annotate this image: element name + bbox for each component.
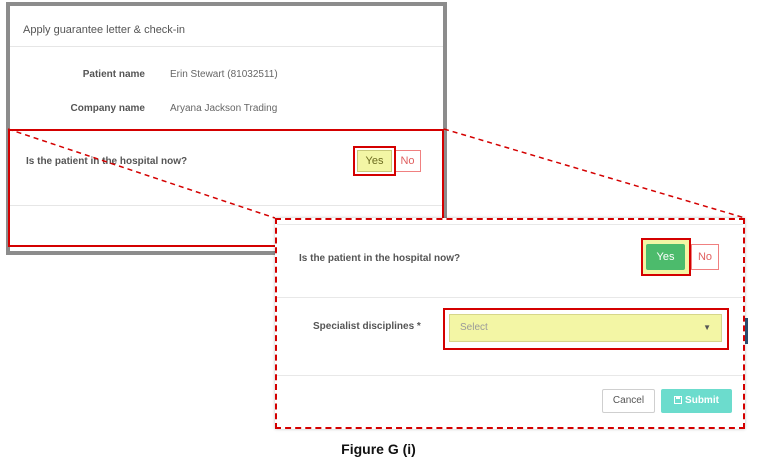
submit-label: Submit <box>685 395 719 406</box>
figure-caption: Figure G (i) <box>341 441 416 457</box>
submit-button[interactable]: Submit <box>661 389 732 413</box>
yes-callout-box <box>353 146 396 176</box>
in-hospital-question: Is the patient in the hospital now? <box>299 253 461 264</box>
yes-button[interactable]: Yes <box>646 244 685 270</box>
specialist-disciplines-label: Specialist disciplines * <box>313 321 421 332</box>
dialog-title: Apply guarantee letter & check-in <box>23 24 186 36</box>
yes-button[interactable]: Yes <box>357 150 392 172</box>
no-button[interactable]: No <box>691 244 719 270</box>
select-placeholder: Select <box>460 322 488 333</box>
zoomed-dialog: Is the patient in the hospital now? Yes … <box>275 218 745 429</box>
caret-down-icon: ▼ <box>703 323 711 332</box>
company-name-label: Company name <box>70 103 145 114</box>
connector-line-right <box>443 128 746 219</box>
patient-name-value: Erin Stewart (81032511) <box>170 69 278 80</box>
divider <box>277 297 743 298</box>
patient-name-label: Patient name <box>82 69 145 80</box>
specialist-disciplines-select[interactable]: Select ▼ <box>449 314 722 342</box>
company-name-value: Aryana Jackson Trading <box>170 103 278 114</box>
background-edge <box>745 318 748 344</box>
cancel-button[interactable]: Cancel <box>602 389 655 413</box>
divider <box>277 375 743 376</box>
divider <box>277 224 743 225</box>
select-callout-box <box>443 308 729 350</box>
save-icon <box>674 396 683 404</box>
divider <box>10 46 443 47</box>
